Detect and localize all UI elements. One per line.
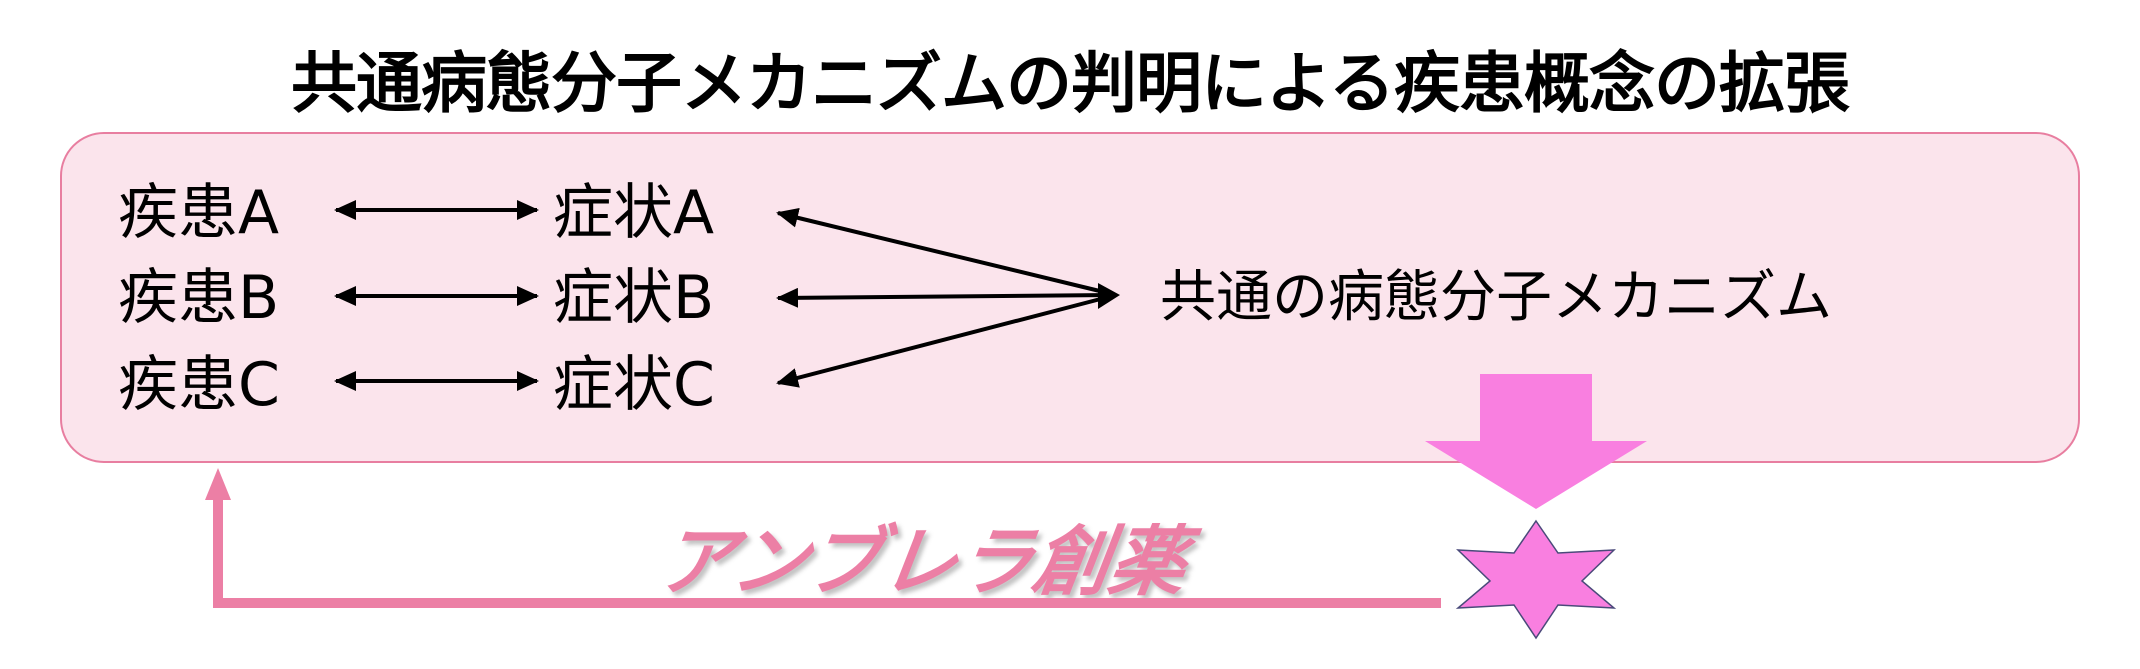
diagram-title: 共通病態分子メカニズムの判明による疾患概念の拡張 xyxy=(290,45,1850,122)
feedback-arrow xyxy=(205,468,1441,608)
disease-symptom-arrows xyxy=(334,200,539,391)
disease-b-label: 疾患B xyxy=(118,263,280,333)
symptom-b-label: 症状B xyxy=(553,263,715,333)
symptom-a-label: 症状A xyxy=(553,178,715,248)
symptom-mechanism-arrows xyxy=(776,207,1120,388)
common-mechanism-label: 共通の病態分子メカニズム xyxy=(1160,265,1832,330)
star-icon xyxy=(1455,519,1617,640)
disease-a-label: 疾患A xyxy=(118,178,280,248)
disease-c-label: 疾患C xyxy=(118,350,280,420)
down-arrow-icon xyxy=(1425,374,1647,509)
symptom-c-label: 症状C xyxy=(553,350,715,420)
